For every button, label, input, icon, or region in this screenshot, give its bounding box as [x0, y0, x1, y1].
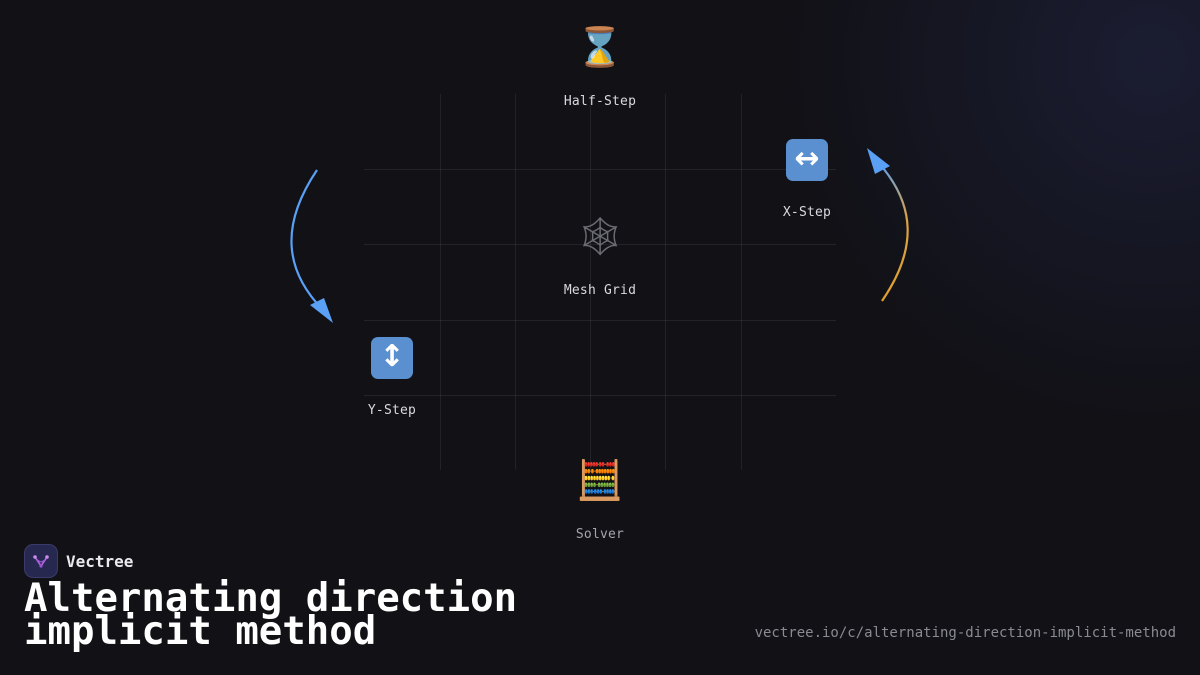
right-cycle-arrow — [876, 160, 909, 302]
left-cycle-arrow — [290, 169, 324, 311]
node-label: Mesh Grid — [563, 283, 637, 298]
node-x-step: ↔ X-Step — [737, 137, 877, 220]
hourglass-icon: ⌛ — [576, 25, 624, 69]
source-url[interactable]: vectree.io/c/alternating-direction-impli… — [754, 625, 1176, 641]
node-label: Solver — [575, 527, 625, 542]
node-label: X-Step — [782, 205, 832, 220]
mesh-background-grid — [364, 94, 836, 470]
page-title: Alternating direction implicit method — [24, 576, 518, 654]
node-label: Y-Step — [367, 403, 417, 418]
vectree-logo-icon — [24, 544, 58, 578]
node-solver: 🧮 Solver — [530, 457, 670, 542]
up-down-arrow-icon: ↕ — [371, 337, 413, 379]
spider-web-icon: 🕸 — [575, 214, 625, 258]
node-half-step: ⌛ Half-Step — [530, 24, 670, 109]
brand-name: Vectree — [66, 551, 134, 571]
abacus-icon: 🧮 — [576, 458, 624, 502]
node-y-step: ↕ Y-Step — [322, 335, 462, 418]
node-label: Half-Step — [563, 94, 637, 109]
left-right-arrow-icon: ↔ — [786, 139, 828, 181]
brand[interactable]: Vectree — [24, 544, 133, 578]
left-arrowhead — [310, 298, 333, 323]
right-arrowhead — [867, 148, 890, 174]
node-mesh-grid: 🕸 Mesh Grid — [530, 213, 670, 298]
